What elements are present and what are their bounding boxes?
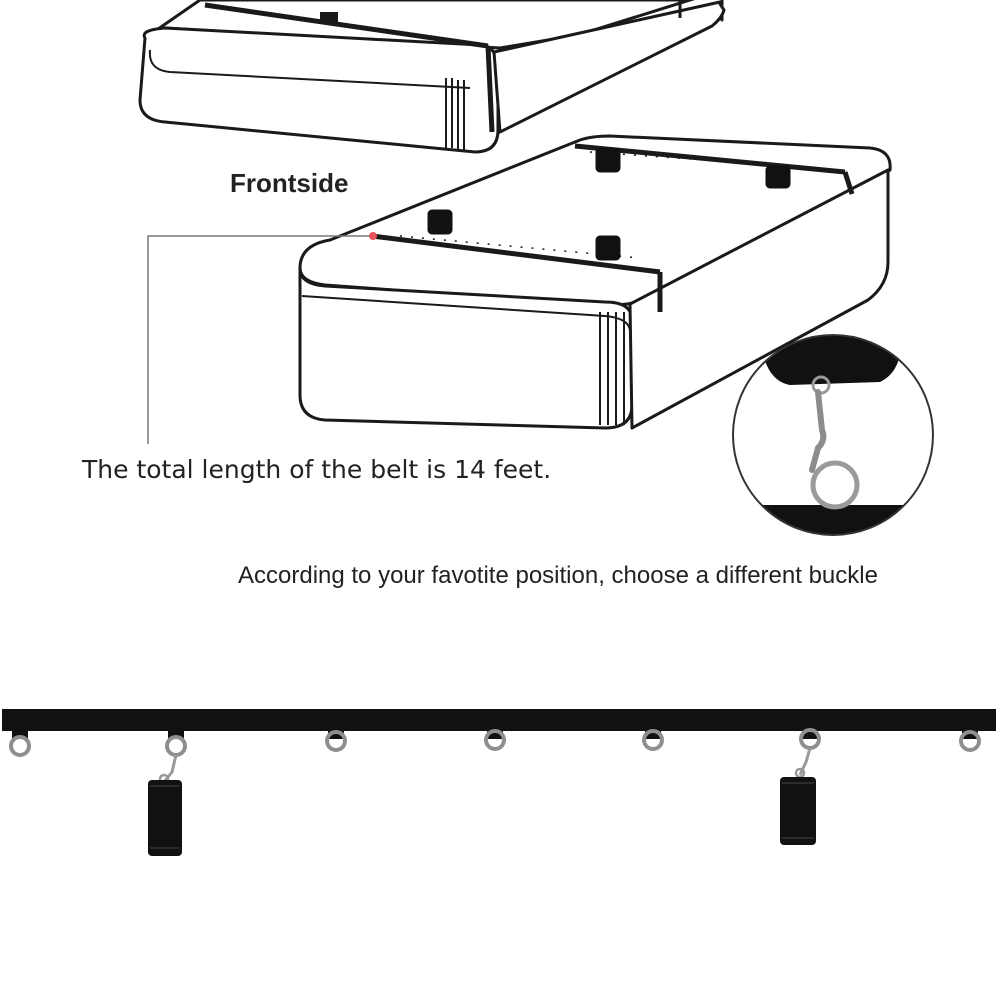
main-mattress [298,134,892,430]
detail-circle-bg [733,335,933,535]
top-mattress-front-face [138,26,500,154]
top-mattress [138,0,726,154]
belt-cuff-left [148,754,182,856]
detail-clasp [809,389,827,473]
belt-ring [959,727,981,752]
top-mattress-belt [204,2,489,49]
belt-strap [2,709,996,731]
top-mattress-corner-stripes [445,78,465,150]
main-mattress-bevel [301,295,631,331]
belt-cuff-right [780,747,816,845]
main-mattress-corner-stripes [599,312,625,425]
detail-circle-border [732,334,934,536]
buckle-instruction-caption: According to your favotite position, cho… [238,562,878,589]
pointer-dot [369,232,377,240]
top-mattress-right-side [492,0,726,134]
belt-ring [325,727,347,752]
main-mattress-belt [371,233,661,275]
detail-strap [733,505,933,535]
belt-length-caption: The total length of the belt is 14 feet. [82,455,552,484]
mattress-anchor [595,235,621,261]
mattress-anchor [765,165,791,189]
top-mattress-buckle [320,12,338,22]
mattress-anchors [427,147,791,261]
belt-strap-assembly [2,709,996,856]
mattress-anchor [427,209,453,235]
main-mattress-side-face [628,168,890,430]
belt-ring [642,727,664,751]
mattress-anchor [595,147,621,173]
frontside-label: Frontside [230,168,349,198]
main-mattress-belt-drop-side [842,171,855,195]
top-mattress-belt-drop [485,45,495,133]
buckle-detail-inset [732,334,934,536]
length-pointer [147,232,377,444]
top-mattress-seam [148,49,471,89]
belt-ring [165,727,187,757]
belt-ring [484,727,506,751]
detail-d-ring [810,460,860,510]
belt-ring [799,727,821,750]
pointer-line [147,235,372,444]
belt-ring [9,727,31,757]
detail-cuff [760,335,901,385]
